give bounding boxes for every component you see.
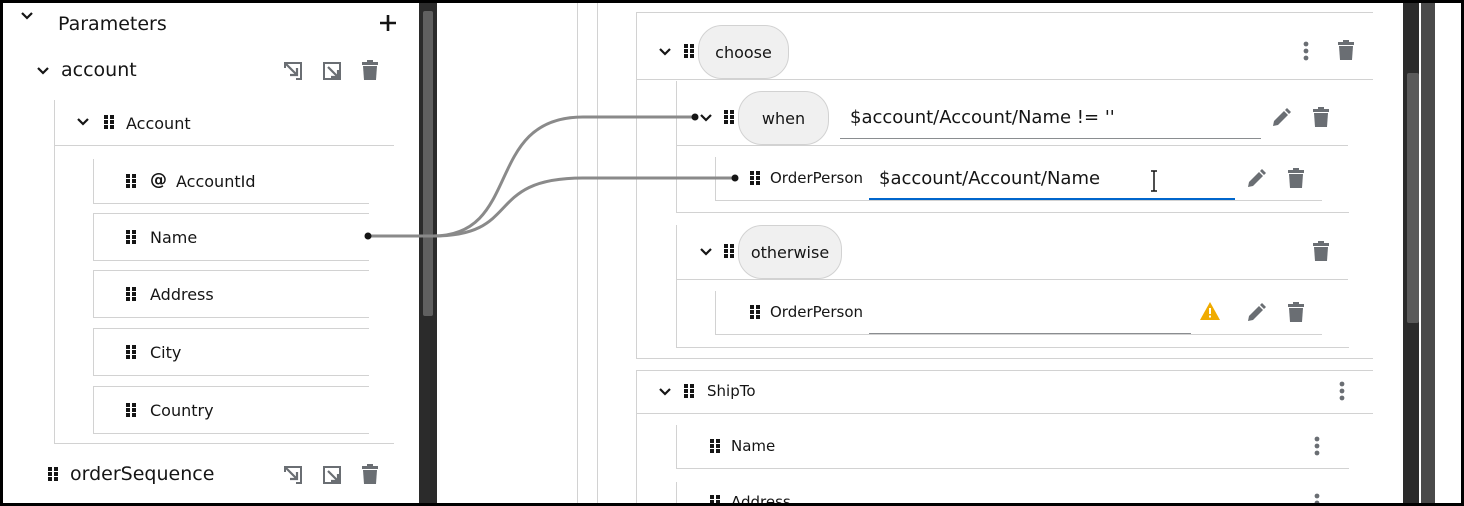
trash-icon[interactable] (361, 60, 379, 80)
shipto-block (636, 370, 1373, 503)
chevron-down-icon[interactable] (658, 387, 672, 397)
tree-guide (54, 100, 55, 444)
field-label: Name (731, 437, 776, 455)
choose-block (636, 13, 1373, 359)
field-label: OrderPerson (770, 169, 864, 187)
kebab-menu-icon[interactable] (1314, 436, 1320, 456)
mapping-panel: choose when $account/Account/Name != '' … (598, 3, 1403, 503)
outer-scrollbar-track[interactable] (1421, 3, 1435, 503)
field-row[interactable]: Address (93, 270, 369, 318)
import-icon[interactable] (282, 60, 304, 82)
shipto-child-row (676, 425, 1349, 469)
parameter-ordersequence-label: orderSequence (70, 463, 215, 485)
field-row[interactable]: Country (93, 386, 369, 434)
chevron-down-icon[interactable] (20, 11, 34, 21)
drag-handle-icon[interactable] (710, 495, 720, 503)
row-divider (636, 413, 1373, 414)
drag-handle-icon[interactable] (126, 230, 136, 244)
choose-label: choose (698, 25, 789, 79)
orderperson-value-input[interactable]: $account/Account/Name (869, 158, 1235, 200)
chevron-down-icon[interactable] (36, 66, 50, 76)
trash-icon[interactable] (1312, 241, 1330, 261)
when-expression-input[interactable]: $account/Account/Name != '' (840, 97, 1261, 139)
mapping-link-lines (364, 113, 739, 240)
when-block (676, 81, 1349, 213)
row-divider (636, 12, 1373, 13)
trash-icon[interactable] (361, 464, 379, 484)
field-label: Country (150, 401, 214, 420)
panel-title: Parameters (58, 13, 167, 35)
field-row[interactable]: @ AccountId (93, 159, 369, 204)
drag-handle-icon[interactable] (104, 115, 114, 129)
field-label: AccountId (176, 172, 256, 191)
node-account-label: Account (126, 114, 191, 133)
chevron-down-icon[interactable] (699, 113, 713, 123)
drag-handle-icon[interactable] (724, 110, 734, 124)
field-label: Address (731, 493, 791, 503)
drag-handle-icon[interactable] (750, 305, 760, 319)
vertical-scrollbar[interactable] (1403, 3, 1423, 503)
field-row[interactable]: Name (93, 213, 369, 261)
chevron-down-icon[interactable] (76, 117, 90, 127)
tree-divider (54, 443, 394, 444)
field-label: OrderPerson (770, 303, 864, 321)
scrollbar-thumb[interactable] (1407, 73, 1419, 323)
outer-frame-edge (1437, 3, 1461, 503)
field-row (715, 291, 1322, 335)
add-icon[interactable] (379, 14, 397, 32)
drag-handle-icon[interactable] (126, 345, 136, 359)
column-guide (577, 3, 578, 503)
field-label: City (150, 343, 182, 362)
parameter-account-label: account (61, 59, 137, 81)
otherwise-label: otherwise (738, 225, 842, 279)
shipto-child-row (676, 482, 1349, 503)
drag-handle-icon[interactable] (710, 439, 720, 453)
drag-handle-icon[interactable] (684, 44, 694, 58)
drag-handle-icon[interactable] (750, 171, 760, 185)
warning-icon (1200, 302, 1220, 320)
pencil-icon[interactable] (1246, 169, 1266, 189)
text-cursor-icon (1151, 170, 1157, 192)
chevron-down-icon[interactable] (699, 247, 713, 257)
otherwise-block (676, 225, 1349, 348)
field-label: Address (150, 285, 214, 304)
shipto-label: ShipTo (707, 382, 756, 400)
field-label: Name (150, 228, 198, 247)
row-divider (676, 145, 1348, 146)
drag-handle-icon[interactable] (126, 174, 136, 188)
splitter-handle[interactable] (423, 11, 433, 316)
panel-splitter[interactable] (419, 3, 437, 503)
trash-icon[interactable] (1337, 40, 1355, 60)
parameters-panel: Parameters account Account @ AccountId N… (3, 3, 419, 503)
trash-icon[interactable] (1287, 302, 1305, 322)
kebab-menu-icon[interactable] (1314, 493, 1320, 503)
attribute-icon: @ (150, 170, 167, 190)
import-icon[interactable] (282, 464, 304, 486)
pencil-icon[interactable] (1271, 108, 1291, 128)
chevron-down-icon[interactable] (658, 47, 672, 57)
mapper-canvas: Parameters account Account @ AccountId N… (3, 3, 1461, 503)
drag-handle-icon[interactable] (724, 244, 734, 258)
drag-handle-icon[interactable] (48, 467, 58, 481)
trash-icon[interactable] (1287, 168, 1305, 188)
kebab-menu-icon[interactable] (1303, 41, 1309, 61)
pencil-icon[interactable] (1246, 303, 1266, 323)
row-divider (636, 79, 1373, 80)
trash-icon[interactable] (1312, 107, 1330, 127)
row-divider (676, 279, 1348, 280)
export-icon[interactable] (321, 60, 343, 82)
when-label: when (738, 91, 829, 145)
tree-divider (54, 145, 394, 146)
drag-handle-icon[interactable] (126, 287, 136, 301)
column-guide (597, 3, 598, 503)
export-icon[interactable] (321, 464, 343, 486)
orderperson-empty-input[interactable] (869, 292, 1191, 334)
drag-handle-icon[interactable] (126, 403, 136, 417)
kebab-menu-icon[interactable] (1339, 381, 1345, 401)
field-row[interactable]: City (93, 328, 369, 376)
drag-handle-icon[interactable] (684, 384, 694, 398)
